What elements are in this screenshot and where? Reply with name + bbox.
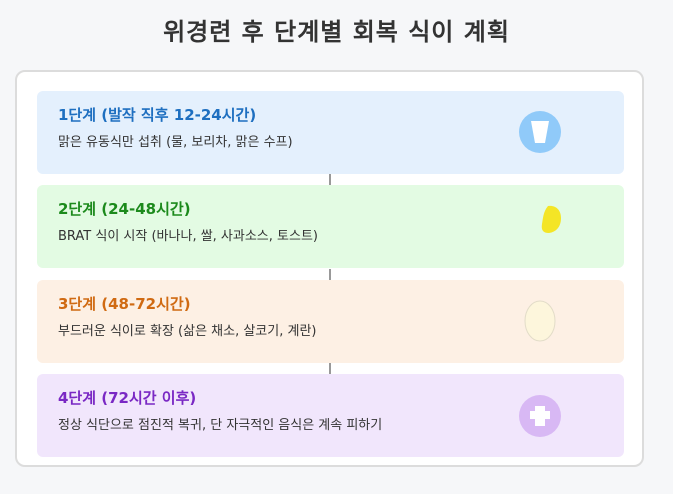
stage-2-box: 2단계 (24-48시간) BRAT 식이 시작 (바나나, 쌀, 사과소스, … (37, 185, 624, 268)
stage-3-box: 3단계 (48-72시간) 부드러운 식이로 확장 (삶은 채소, 살코기, 계… (37, 280, 624, 363)
connector-line (329, 363, 331, 374)
connector-line (329, 269, 331, 281)
banana-icon (541, 205, 561, 233)
stage-3-heading: 3단계 (48-72시간) (58, 295, 191, 313)
stage-1-box: 1단계 (발작 직후 12-24시간) 맑은 유동식만 섭취 (물, 보리차, … (37, 91, 624, 174)
stage-4-heading: 4단계 (72시간 이후) (58, 389, 197, 407)
page-title: 위경련 후 단계별 회복 식이 계획 (163, 18, 510, 46)
stage-4-box: 4단계 (72시간 이후) 정상 식단으로 점진적 복귀, 단 자극적인 음식은… (37, 374, 624, 457)
stage-3-description: 부드러운 식이로 확장 (삶은 채소, 살코기, 계란) (58, 324, 317, 339)
stage-4-description: 정상 식단으로 점진적 복귀, 단 자극적인 음식은 계속 피하기 (58, 418, 383, 433)
stage-1-heading: 1단계 (발작 직후 12-24시간) (58, 106, 257, 124)
stage-2-description: BRAT 식이 시작 (바나나, 쌀, 사과소스, 토스트) (58, 229, 318, 244)
glass-of-water-icon (519, 111, 561, 153)
egg-icon (524, 300, 556, 342)
plate-icon (519, 395, 561, 437)
stage-1-description: 맑은 유동식만 섭취 (물, 보리차, 맑은 수프) (58, 135, 293, 150)
stage-2-heading: 2단계 (24-48시간) (58, 200, 191, 218)
